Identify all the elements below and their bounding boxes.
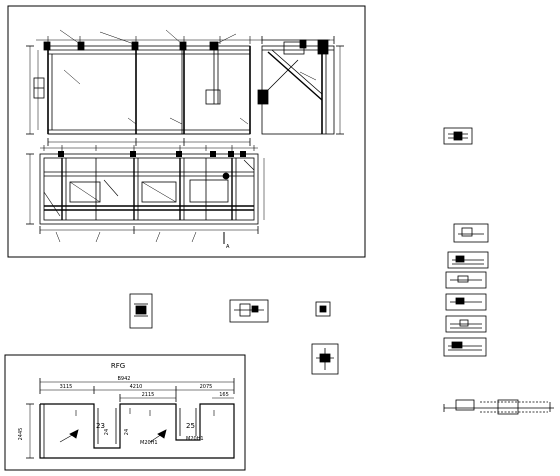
section-sheet-border (4, 354, 246, 471)
detail-stack-right (443, 223, 489, 357)
section-title: RFG (111, 362, 125, 370)
side-section (257, 36, 344, 135)
beam-label-a: A (226, 244, 230, 250)
detail-block-right-1 (443, 127, 473, 145)
section-sheet: RFG B942 3115 4210 2075 2115 165 2445 23 (4, 354, 246, 471)
dim-height: 2445 (18, 428, 24, 441)
note-m20h1-b: M20H1 (186, 436, 204, 442)
note-m20h1-a: M20H1 (140, 440, 158, 446)
detail-block-center (229, 299, 269, 323)
dim-segment-3: 2075 (200, 384, 213, 390)
stepped-profile (39, 403, 235, 459)
weld-mark-2: 25 (186, 422, 195, 430)
weld-mark-1: 23 (96, 422, 105, 430)
detail-block-tiny (315, 301, 331, 317)
plan-view: A (26, 145, 265, 250)
dim-segment-5: 165 (219, 392, 229, 398)
dim-segment-2: 4210 (130, 384, 143, 390)
main-sheet-border (7, 5, 366, 258)
post-mark-1: 24 (104, 429, 110, 435)
main-sheet: A (7, 5, 366, 258)
dim-segment-1: 3115 (60, 384, 73, 390)
detail-block-left-small (129, 293, 153, 329)
detail-block-node (311, 343, 339, 375)
overall-dimension-label: B942 (118, 376, 131, 382)
dim-segment-4: 2115 (142, 392, 155, 398)
detail-strip-bottom-right (443, 399, 554, 415)
post-mark-2: 24 (124, 429, 130, 435)
